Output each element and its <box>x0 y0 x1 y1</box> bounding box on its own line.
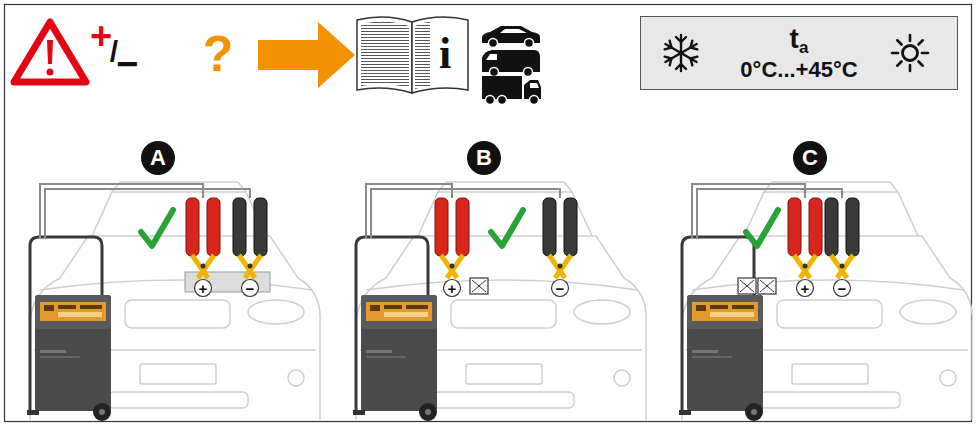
temperature-symbol: t <box>790 25 799 53</box>
polarity-mark: − <box>246 281 255 296</box>
temperature-range: 0°C...+45°C <box>740 59 857 81</box>
snowflake-icon <box>663 35 699 71</box>
warning-sign <box>14 22 86 82</box>
polarity-mark: + <box>448 281 457 296</box>
step-letter-circle: B <box>467 141 501 175</box>
panel-b-illustration <box>353 182 646 421</box>
step-letter-circle: C <box>793 141 827 175</box>
info-letter: i <box>439 32 451 76</box>
polarity-mark: + <box>801 281 810 296</box>
sun-icon <box>892 35 928 71</box>
step-letter: A <box>150 147 166 169</box>
polarity-mark: − <box>556 281 565 296</box>
temperature-subscript: a <box>799 39 808 56</box>
question-mark: ? <box>203 29 234 79</box>
plus-sign: + <box>90 17 112 55</box>
text-line: ta <box>790 25 809 53</box>
panel-a-illustration <box>27 182 320 421</box>
manual-book <box>357 17 468 93</box>
minus-sign: − <box>116 45 138 83</box>
vehicle-icons <box>482 26 541 105</box>
panel-c-illustration <box>679 182 972 421</box>
temperature-range-box: ta 0°C...+45°C <box>640 16 958 90</box>
polarity-mark: + <box>199 281 208 296</box>
step-letter: B <box>476 147 492 169</box>
polarity-mark: − <box>838 281 847 296</box>
frame <box>5 5 972 422</box>
step-letter-circle: A <box>141 141 175 175</box>
text-line: 0°C...+45°C <box>740 53 857 81</box>
arrow <box>258 22 355 88</box>
step-letter: C <box>802 147 818 169</box>
